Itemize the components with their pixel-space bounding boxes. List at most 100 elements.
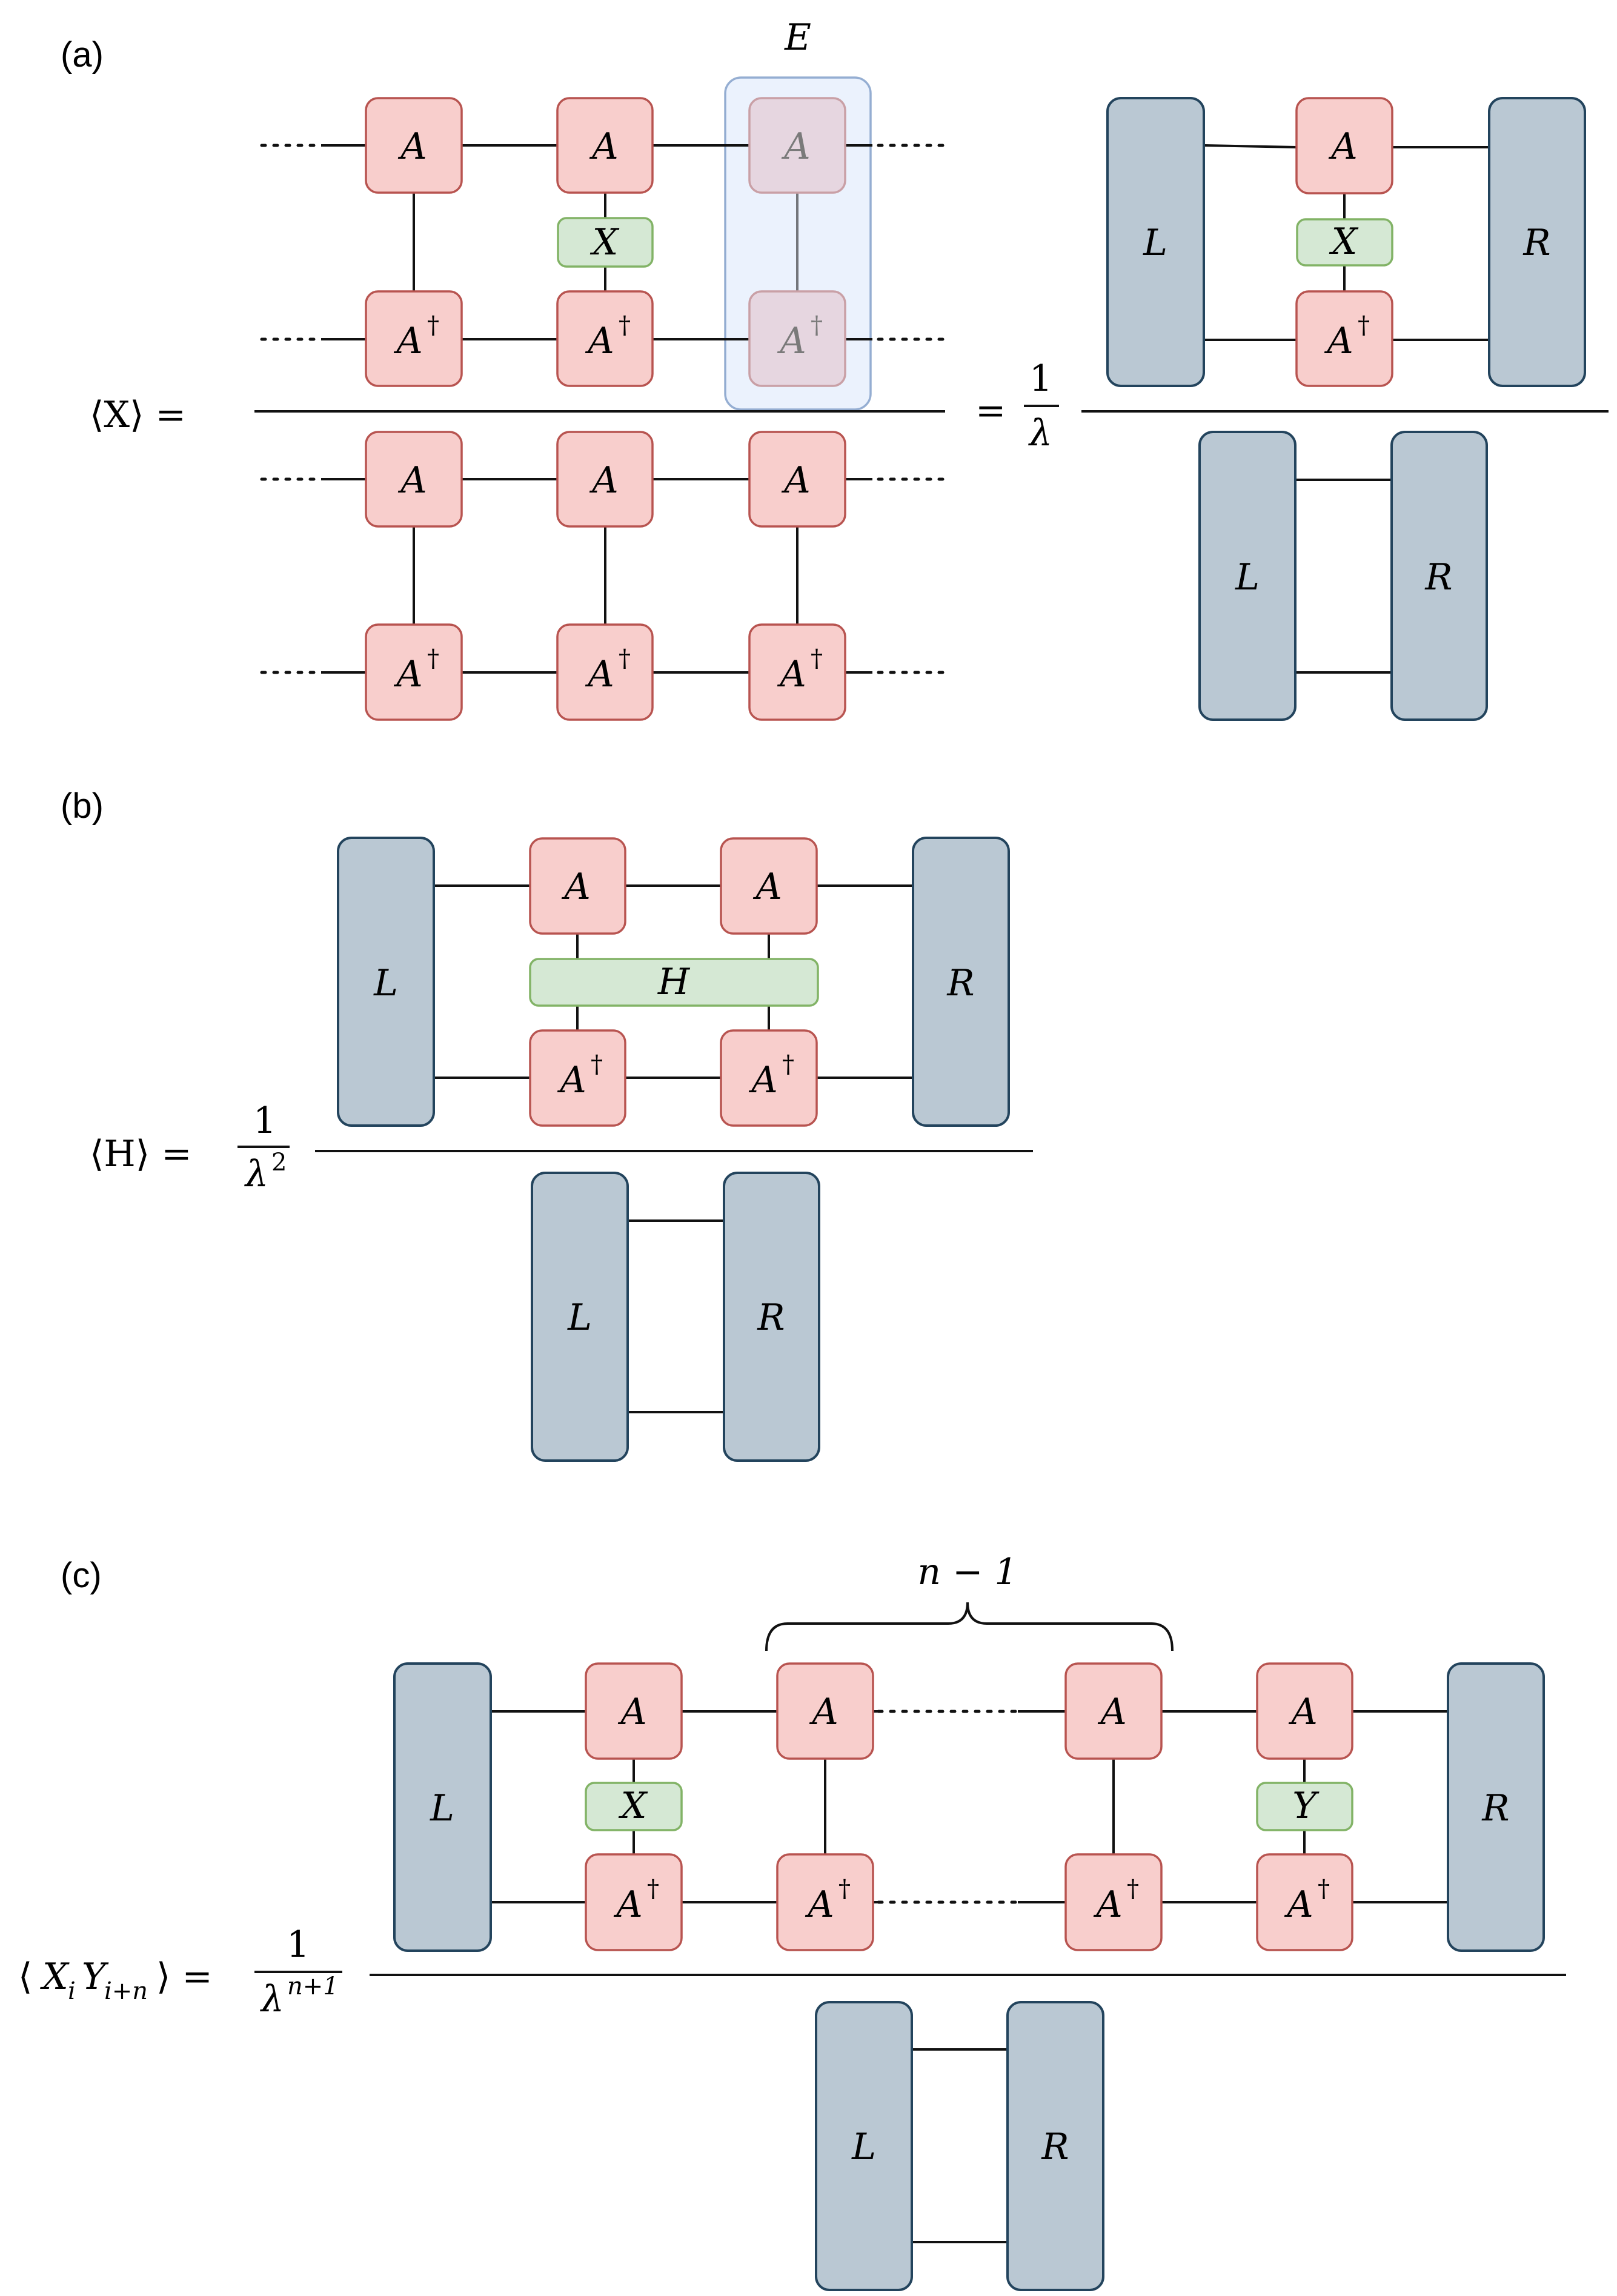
svg-text:†: † xyxy=(1358,311,1370,339)
den-right-environment-b: R xyxy=(723,1172,820,1462)
c-tensor-adag-1: A † xyxy=(585,1853,683,1951)
svg-text:L: L xyxy=(567,1296,592,1339)
den-tensor-adag-2: A † xyxy=(556,623,654,721)
svg-text:†: † xyxy=(427,645,439,672)
den-right-environment-c: R xyxy=(1006,2001,1104,2291)
svg-text:R: R xyxy=(1481,1787,1509,1830)
c-tensor-a-2: A xyxy=(776,1662,874,1760)
svg-text:A: A xyxy=(777,320,806,362)
denominator-a-edges xyxy=(321,478,872,674)
svg-text:A: A xyxy=(1097,1691,1126,1733)
right-operator-x: X xyxy=(1296,218,1393,267)
svg-text:L: L xyxy=(430,1787,454,1830)
b-tensor-adag-1: A † xyxy=(529,1029,626,1127)
right-tensor-a: A xyxy=(1295,97,1393,194)
svg-text:A: A xyxy=(613,1883,642,1926)
right-environment-c: R xyxy=(1447,1662,1545,1952)
b-tensor-adag-2: A † xyxy=(720,1029,818,1127)
svg-text:L: L xyxy=(373,962,398,1004)
den-tensor-a-3: A xyxy=(748,431,846,528)
expectation-x-lhs: ⟨X⟩ = xyxy=(90,394,186,436)
numerator-b-edges xyxy=(434,884,913,1079)
svg-text:A: A xyxy=(748,1059,777,1101)
svg-text:†: † xyxy=(811,645,823,672)
den-right-environment-a: R xyxy=(1390,431,1488,721)
right-a-den-edges xyxy=(1295,479,1392,674)
prefactor-c-numerator: 1 xyxy=(287,1923,310,1966)
operator-x: X xyxy=(557,217,654,268)
tensor-adag-3-ghost: A † xyxy=(748,290,846,387)
svg-text:X: X xyxy=(619,1785,648,1827)
tensor-a-2: A xyxy=(556,97,654,194)
svg-text:†: † xyxy=(619,645,631,672)
den-left-environment-a: L xyxy=(1198,431,1297,721)
svg-text:A: A xyxy=(809,1691,838,1733)
svg-text:A: A xyxy=(397,459,427,502)
right-environment-b: R xyxy=(912,837,1010,1127)
svg-text:Y: Y xyxy=(1292,1785,1320,1827)
svg-text:†: † xyxy=(1318,1875,1330,1903)
svg-text:⟩ =: ⟩ = xyxy=(156,1956,213,1998)
c-tensor-adag-2: A † xyxy=(776,1853,874,1951)
svg-text:A: A xyxy=(393,320,422,362)
correlator-lhs: ⟨ X i Y i+n ⟩ = xyxy=(18,1956,213,2005)
c-tensor-a-4: A xyxy=(1256,1662,1353,1760)
den-tensor-adag-3: A † xyxy=(748,623,846,721)
svg-text:R: R xyxy=(1522,222,1550,264)
prefactor-b-denominator: λ xyxy=(244,1153,268,1195)
svg-text:A: A xyxy=(589,459,618,502)
svg-text:†: † xyxy=(619,311,631,339)
svg-text:R: R xyxy=(1424,556,1452,599)
tensor-a-1: A xyxy=(365,97,463,194)
den-tensor-a-2: A xyxy=(556,431,654,528)
svg-text:A: A xyxy=(617,1691,646,1733)
den-left-environment-c: L xyxy=(815,2001,913,2291)
panel-c: (c) n − 1 L xyxy=(18,1551,1566,2291)
panel-a: (a) E A A xyxy=(61,16,1609,721)
operator-y-c: Y xyxy=(1256,1782,1353,1831)
brace-label: n − 1 xyxy=(917,1551,1017,1593)
expectation-h-lhs: ⟨H⟩ = xyxy=(90,1133,192,1175)
svg-text:†: † xyxy=(647,1875,659,1903)
svg-text:A: A xyxy=(585,653,614,695)
svg-text:A: A xyxy=(781,459,810,502)
svg-text:†: † xyxy=(838,1875,851,1903)
svg-text:†: † xyxy=(782,1050,794,1078)
equals-sign-a: = xyxy=(975,390,1006,432)
panel-b-label: (b) xyxy=(61,786,104,826)
svg-text:†: † xyxy=(427,311,439,339)
svg-text:A: A xyxy=(752,866,782,908)
den-tensor-adag-1: A † xyxy=(365,623,463,721)
svg-text:A: A xyxy=(1284,1883,1313,1926)
left-environment-b: L xyxy=(337,837,435,1127)
b-den-edges xyxy=(628,1219,724,1413)
svg-text:L: L xyxy=(851,2126,876,2168)
prefactor-b-exponent: 2 xyxy=(271,1149,287,1176)
numerator-a-edges xyxy=(321,144,872,340)
den-left-environment-b: L xyxy=(531,1172,629,1462)
svg-text:⟨: ⟨ xyxy=(18,1956,32,1998)
svg-text:A: A xyxy=(1324,320,1353,362)
operator-h: H xyxy=(529,958,819,1007)
svg-text:R: R xyxy=(1041,2126,1069,2168)
prefactor-c-exponent: n+1 xyxy=(287,1973,339,2000)
c-tensor-a-3: A xyxy=(1064,1662,1163,1760)
numerator-c-edges xyxy=(491,1710,1448,1903)
svg-text:A: A xyxy=(1288,1691,1317,1733)
c-tensor-a-1: A xyxy=(585,1662,683,1760)
panel-c-label: (c) xyxy=(61,1556,102,1595)
c-den-edges xyxy=(912,2048,1008,2243)
svg-text:A: A xyxy=(585,320,614,362)
svg-text:A: A xyxy=(805,1883,834,1926)
svg-text:A: A xyxy=(589,125,618,168)
svg-text:L: L xyxy=(1143,222,1167,264)
panel-b: (b) L R A A xyxy=(61,786,1033,1462)
left-environment-a: L xyxy=(1106,97,1205,387)
c-tensor-adag-4: A † xyxy=(1256,1853,1353,1951)
left-environment-c: L xyxy=(393,1662,492,1952)
svg-text:A: A xyxy=(557,1059,586,1101)
svg-text:A: A xyxy=(393,653,422,695)
svg-text:X: X xyxy=(1329,221,1359,263)
svg-text:Y: Y xyxy=(82,1956,109,1998)
